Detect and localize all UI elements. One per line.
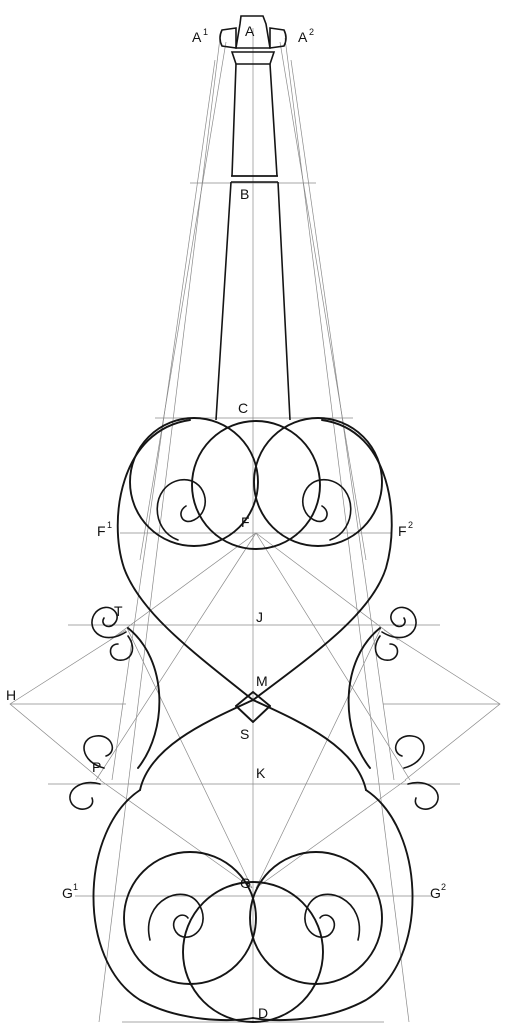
label-g1: G: [62, 885, 73, 901]
diagonal-right-to-g: [255, 627, 382, 889]
diagonal-p-to-g: [99, 779, 253, 889]
neck-lower: [215, 181, 291, 421]
label-h: H: [6, 687, 16, 703]
label-j: J: [256, 609, 263, 625]
label-s: S: [240, 726, 249, 742]
label-g: G: [240, 875, 251, 891]
right-upper-corner-scroll-2: [374, 635, 399, 661]
peg-right: [269, 27, 287, 49]
label-a2: A: [298, 29, 308, 45]
lower-right-circle: [249, 851, 383, 985]
label-a1-superscript: 1: [203, 27, 208, 37]
diagonal-f-to-t: [109, 532, 257, 641]
left-upper-corner-scroll-2: [109, 635, 134, 661]
label-a2-superscript: 2: [309, 27, 314, 37]
neck-upper: [231, 63, 278, 177]
upper-center-circle: [191, 420, 321, 550]
label-p: P: [92, 759, 101, 775]
heart-diamond-lower: [235, 705, 271, 723]
label-c: C: [238, 400, 248, 416]
label-a: A: [245, 23, 255, 39]
guide-line-left-outer: [111, 59, 216, 781]
upper-right-inner-scroll: [302, 479, 352, 541]
diagonal-t-to-g: [126, 627, 253, 889]
guide-line-a2-inner: [279, 41, 367, 561]
diagonal-f-down-left: [95, 532, 257, 781]
decorative-scrolls: [69, 479, 439, 941]
label-f: F: [241, 514, 250, 530]
right-lower-corner-scroll-2: [407, 781, 439, 810]
lower-left-inner-scroll: [147, 893, 204, 941]
left-lower-corner-scroll: [83, 735, 114, 769]
label-a1: A: [192, 29, 202, 45]
neck-and-pegbox: [215, 15, 291, 421]
lower-bout-right: [252, 789, 414, 1021]
construction-lines: [9, 28, 501, 1023]
upper-bout-left: [116, 419, 254, 701]
label-f1: F: [97, 523, 106, 539]
point-labels: A A 1 A 2 B C F F 1 F 2 T J H M S P K G …: [6, 23, 446, 1021]
left-upper-corner-scroll: [91, 606, 127, 639]
body-outline: [92, 417, 414, 1023]
lower-right-inner-scroll: [304, 893, 361, 941]
waist-left: [139, 699, 254, 791]
lower-left-circle: [123, 851, 257, 985]
upper-left-inner-scroll: [156, 479, 206, 541]
diagonal-right-p-to-g: [255, 779, 407, 889]
upper-right-circle: [253, 417, 383, 547]
label-k: K: [256, 765, 266, 781]
label-f2-superscript: 2: [408, 520, 413, 530]
c-bout-right: [347, 627, 381, 769]
right-diamond: [383, 629, 501, 781]
label-g2: G: [430, 885, 441, 901]
peg-left: [219, 27, 237, 49]
guide-line-a2-right: [284, 37, 410, 1023]
guide-line-a1-left: [98, 37, 221, 1023]
right-upper-corner-scroll: [381, 606, 417, 639]
label-f2: F: [398, 523, 407, 539]
upper-left-circle: [129, 417, 259, 547]
lower-bout-left: [92, 789, 254, 1021]
diagonal-f-down-right: [255, 532, 411, 781]
label-b: B: [240, 186, 249, 202]
diagonal-f-to-right: [255, 532, 399, 641]
label-d: D: [258, 1005, 268, 1021]
guide-line-right-outer: [290, 59, 395, 781]
c-bout-left: [127, 627, 161, 769]
label-g2-superscript: 2: [441, 882, 446, 892]
upper-bout-right: [252, 419, 393, 701]
lower-center-circle: [182, 881, 324, 1023]
label-f1-superscript: 1: [107, 520, 112, 530]
guide-line-a1-inner: [139, 41, 227, 561]
heart-diamond-left: [235, 691, 271, 707]
left-diamond-h: [9, 629, 127, 781]
left-lower-corner-scroll-2: [69, 781, 101, 810]
label-g1-superscript: 1: [73, 882, 78, 892]
label-m: M: [256, 673, 268, 689]
label-t: T: [114, 603, 123, 619]
right-lower-corner-scroll: [394, 735, 425, 769]
